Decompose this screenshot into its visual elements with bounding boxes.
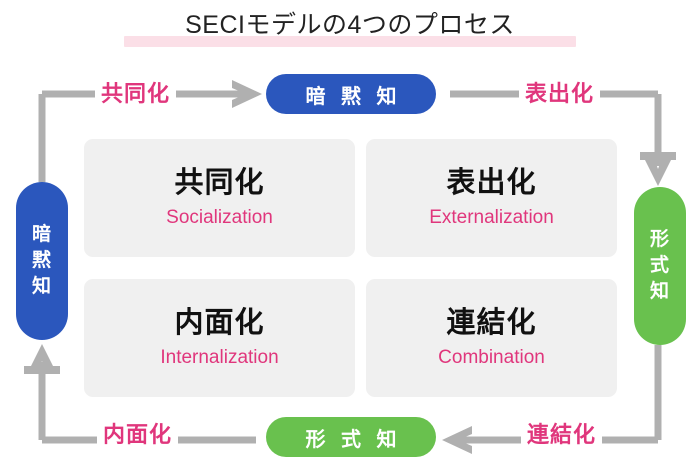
quadrant-combination[interactable]: 連結化 Combination <box>366 279 617 397</box>
quadrant-socialization-ja: 共同化 <box>174 167 265 199</box>
arrowhead-up-left <box>28 344 56 372</box>
arrowhead-up-left-bar <box>24 366 60 374</box>
node-tacit-left-char-2: 黙 <box>31 250 52 271</box>
node-tacit-left-char-3: 知 <box>31 276 52 297</box>
node-tacit-knowledge-top-label: 暗 黙 知 <box>305 85 402 108</box>
flow-label-socialization: 共同化 <box>95 80 177 108</box>
quadrant-internalization[interactable]: 内面化 Internalization <box>84 279 355 397</box>
title-underline <box>124 36 576 47</box>
quadrant-internalization-ja: 内面化 <box>174 307 265 339</box>
quadrant-externalization-ja: 表出化 <box>446 167 537 199</box>
quadrant-externalization[interactable]: 表出化 Externalization <box>366 139 617 257</box>
quadrant-internalization-en: Internalization <box>160 347 279 368</box>
arrowhead-left-bottom <box>442 426 472 454</box>
node-explicit-right-char-2: 式 <box>649 255 670 276</box>
arrowhead-right-top <box>232 80 262 108</box>
quadrant-socialization[interactable]: 共同化 Socialization <box>84 139 355 257</box>
node-explicit-right-char-1: 形 <box>649 229 670 250</box>
quadrant-combination-ja: 連結化 <box>446 307 537 339</box>
flow-label-internalization: 内面化 <box>97 421 179 449</box>
node-explicit-knowledge-right[interactable]: 形 式 知 <box>634 187 686 345</box>
quadrant-socialization-en: Socialization <box>166 207 273 228</box>
arrowhead-down-right <box>644 158 672 186</box>
page-title-text: SECIモデルの4つのプロセス <box>185 11 515 39</box>
node-tacit-left-char-1: 暗 <box>31 224 52 245</box>
page-title: SECIモデルの4つのプロセス <box>0 8 700 47</box>
quadrant-externalization-en: Externalization <box>429 207 554 228</box>
node-explicit-knowledge-bottom-label: 形 式 知 <box>305 428 402 451</box>
node-explicit-knowledge-bottom[interactable]: 形 式 知 <box>266 417 436 457</box>
node-tacit-knowledge-left[interactable]: 暗 黙 知 <box>16 182 68 340</box>
node-tacit-knowledge-top[interactable]: 暗 黙 知 <box>266 74 436 114</box>
quadrant-combination-en: Combination <box>438 347 545 368</box>
arrowhead-down-right-bar <box>640 152 676 160</box>
flow-label-externalization: 表出化 <box>519 80 601 108</box>
node-explicit-right-char-3: 知 <box>649 281 670 302</box>
flow-label-combination: 連結化 <box>521 421 603 449</box>
arrowheads <box>24 80 676 454</box>
